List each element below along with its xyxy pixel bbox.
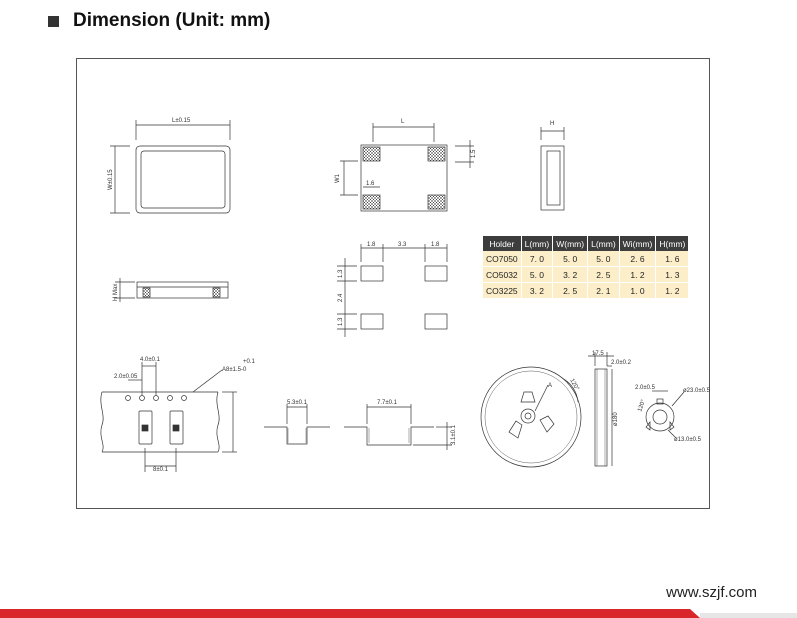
hub-inner-label: ø13.0±0.5 (674, 437, 702, 443)
top-view: L±0.15 W±0.15 (108, 118, 231, 214)
table-cell: 5. 0 (521, 266, 554, 283)
tape-a-label: A8±1.5-0 (222, 367, 247, 373)
hub-outer-label: ø23.0±0.5 (683, 388, 711, 394)
pad-view: L W1 1.6 (335, 119, 448, 212)
side-height-label: H Max (113, 284, 119, 301)
carrier-tape: 4.0±0.1 2.0±0.05 +0.1 A8±1.5-0 8±0.1 (100, 357, 256, 473)
table-cell: 2. 5 (587, 266, 620, 283)
reel: A 120° 17.5 2.0±0.2 ø180 (480, 351, 632, 468)
pocket-small: 5.3±0.1 (264, 400, 330, 445)
dimension-table: Holder L(mm) W(mm) L(mm) Wi(mm) H(mm) CO… (483, 236, 690, 299)
table-cell: 2. 1 (587, 282, 620, 299)
table-cell: CO7050 (483, 251, 522, 267)
end-view: H 1.5 (455, 121, 565, 211)
table-cell: 5. 0 (552, 251, 589, 267)
land-row-gap-label: 2.4 (338, 293, 344, 302)
drawing-frame (76, 58, 710, 509)
table-header: W(mm) (552, 236, 589, 251)
square-bullet-icon (48, 15, 59, 27)
land-gap-label: 3.3 (398, 242, 407, 248)
end-pad-label: 1.5 (471, 149, 477, 158)
table-header: L(mm) (587, 236, 620, 251)
table-header: Holder (483, 236, 522, 251)
table-cell: 3. 2 (552, 266, 589, 283)
website-link[interactable]: www.szjf.com (666, 584, 757, 601)
table-cell: 1. 2 (655, 282, 690, 299)
table-header: H(mm) (655, 236, 690, 251)
reel-hub-label: A (548, 383, 552, 389)
reel-diameter-label: ø180 (613, 412, 619, 426)
pad-width-label: W1 (335, 173, 341, 183)
tape-pitch-label: 4.0±0.1 (140, 357, 161, 363)
table-cell: 1. 6 (655, 251, 690, 267)
table-header: Wi(mm) (619, 236, 657, 251)
land-right-label: 1.8 (431, 242, 440, 248)
pocket-large-width-label: 7.7±0.1 (377, 400, 398, 406)
tape-a-tolerance-label: +0.1 (243, 359, 256, 365)
table-cell: 3. 2 (521, 282, 554, 299)
land-pattern: 1.8 3.3 1.8 1.3 2.4 1.3 (337, 242, 448, 337)
table-row: CO3225 3. 2 2. 5 2. 1 1. 0 1. 2 (483, 282, 690, 299)
end-height-label: H (550, 121, 554, 127)
reel-width-label: 17.5 (592, 351, 604, 357)
table-cell: 5. 0 (587, 251, 620, 267)
tape-pocket-pitch-label: 8±0.1 (153, 467, 169, 473)
reel-angle-label: 120° (568, 378, 580, 392)
pocket-large: 7.7±0.1 3.1±0.1 (344, 400, 457, 450)
top-width-label: W±0.15 (108, 169, 114, 190)
table-row: CO5032 5. 0 3. 2 2. 5 1. 2 1. 3 (483, 266, 690, 283)
side-view: H Max (113, 278, 229, 302)
footer-bar (0, 609, 797, 618)
tape-hole-pitch-label: 2.0±0.05 (114, 374, 138, 380)
table-header-row: Holder L(mm) W(mm) L(mm) Wi(mm) H(mm) (483, 236, 690, 251)
page-heading: Dimension (Unit: mm) (48, 10, 270, 32)
table-cell: 2. 6 (619, 251, 657, 267)
top-length-label: L±0.15 (172, 118, 191, 124)
pad-size-label: 1.6 (366, 181, 375, 187)
table-cell: 1. 2 (619, 266, 657, 283)
pocket-large-depth-label: 3.1±0.1 (451, 424, 457, 445)
table-cell: 2. 5 (552, 282, 589, 299)
table-cell: CO3225 (483, 282, 522, 299)
land-row-bottom-label: 1.3 (338, 317, 344, 326)
land-left-label: 1.8 (367, 242, 376, 248)
page-title: Dimension (Unit: mm) (73, 10, 271, 31)
table-row: CO7050 7. 0 5. 0 5. 0 2. 6 1. 6 (483, 251, 690, 267)
table-cell: 1. 3 (655, 266, 690, 283)
table-cell: CO5032 (483, 266, 522, 283)
table-cell: 7. 0 (521, 251, 554, 267)
hub-slot-label: 2.0±0.5 (635, 385, 656, 391)
pad-length-label: L (401, 119, 405, 125)
land-row-top-label: 1.3 (338, 269, 344, 278)
pocket-small-width-label: 5.3±0.1 (287, 400, 308, 406)
table-cell: 1. 0 (619, 282, 657, 299)
hub-angle-label: 120° (637, 398, 647, 412)
table-header: L(mm) (521, 236, 554, 251)
reel-flange-label: 2.0±0.2 (611, 360, 632, 366)
hub-detail: 2.0±0.5 120° ø23.0±0.5 ø13.0±0.5 (635, 385, 711, 443)
